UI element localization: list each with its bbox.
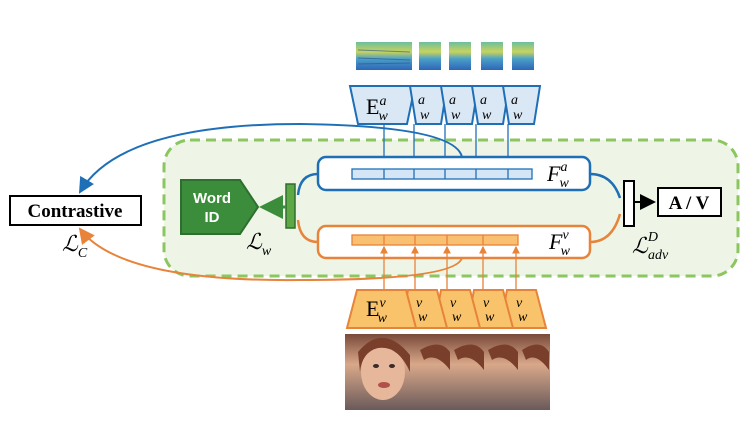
svg-text:w: w — [518, 310, 528, 325]
svg-text:w: w — [452, 310, 462, 325]
svg-text:a: a — [511, 93, 518, 108]
svg-text:w: w — [513, 108, 523, 123]
audio-encoder-3 — [439, 85, 480, 125]
video-feature-bar — [351, 234, 519, 246]
svg-text:v: v — [450, 296, 457, 311]
video-encoder-arrows — [380, 245, 520, 290]
word-loss-label: ℒw — [246, 229, 272, 259]
audio-feature-bar — [351, 168, 533, 180]
video-to-contrastive-curve — [78, 227, 463, 282]
svg-text:w: w — [482, 108, 492, 123]
word-id-classifier — [180, 179, 260, 235]
spectrogram-3 — [449, 42, 471, 70]
svg-text:a: a — [480, 93, 487, 108]
contrastive-label: Contrastive — [28, 201, 123, 222]
svg-text:v: v — [483, 296, 490, 311]
audio-encoder-2 — [408, 85, 449, 125]
fused-feature-bar — [285, 183, 296, 229]
word-id-line-1: Word — [193, 190, 231, 207]
audio-encoder-5 — [501, 85, 542, 125]
discriminator-bar — [623, 180, 635, 227]
svg-text:w: w — [451, 108, 461, 123]
audio-spectrogram-inputs — [356, 42, 534, 70]
svg-text:v: v — [416, 296, 423, 311]
svg-text:w: w — [485, 310, 495, 325]
av-output-box — [657, 187, 722, 217]
video-frame-inputs — [345, 334, 550, 410]
video-to-discriminator-curve — [589, 213, 622, 244]
spectrogram-5 — [512, 42, 534, 70]
av-output-label: A / V — [669, 193, 710, 214]
video-to-fused-curve — [296, 219, 319, 244]
spectrogram-2 — [419, 42, 441, 70]
video-encoder-main — [345, 289, 418, 329]
spectrogram-4 — [481, 42, 503, 70]
contrastive-loss-label: ℒC — [62, 231, 88, 261]
audio-encoder-4 — [470, 85, 511, 125]
word-id-line-2: ID — [205, 209, 220, 226]
audio-encoder-small-labels: aw aw aw aw — [418, 93, 523, 123]
audio-encoder-main — [348, 85, 417, 125]
svg-text:w: w — [420, 108, 430, 123]
audio-to-discriminator-curve — [589, 172, 622, 199]
svg-text:w: w — [418, 310, 428, 325]
spectrogram-1 — [356, 42, 412, 70]
video-encoder-small-labels: vw vw vw vw — [416, 296, 528, 325]
svg-text:v: v — [516, 296, 523, 311]
svg-text:a: a — [418, 93, 425, 108]
svg-text:a: a — [449, 93, 456, 108]
audio-to-contrastive-curve — [78, 122, 463, 194]
audio-to-fused-curve — [296, 172, 319, 196]
contrastive-box — [9, 195, 142, 226]
